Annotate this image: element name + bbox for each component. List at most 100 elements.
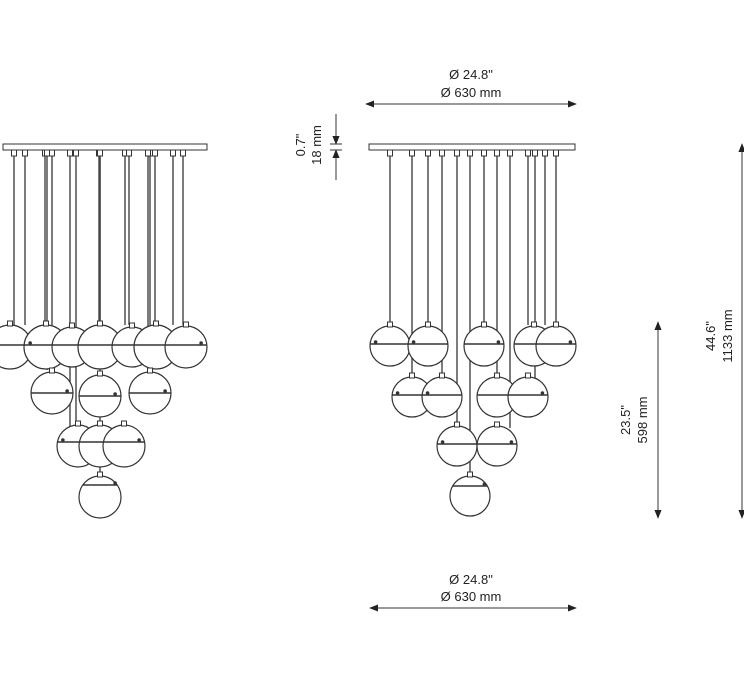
- globe-cap: [43, 320, 49, 327]
- globe-screw: [28, 341, 32, 345]
- rod-fitting: [542, 149, 548, 157]
- globe-screw: [65, 389, 69, 393]
- pendant-globe: [30, 367, 74, 415]
- globe-screw: [199, 341, 203, 345]
- globe-screw: [411, 340, 416, 344]
- total-height-mm-label: 1133 mm: [720, 309, 735, 362]
- pendant-globe: [463, 321, 505, 367]
- globe-cap: [494, 372, 500, 379]
- canopy-mm-label: 18 mm: [309, 125, 324, 165]
- globe-outline: [535, 325, 577, 367]
- right-canopy: [368, 143, 576, 151]
- pendant-globe: [102, 420, 146, 468]
- rod-fitting: [180, 149, 186, 157]
- globe-cap: [467, 471, 473, 478]
- globe-cap: [409, 372, 415, 379]
- globe-cap: [49, 367, 55, 374]
- globe-outline: [164, 325, 208, 369]
- globe-screw: [509, 440, 514, 444]
- top-width-dimension: Ø 24.8" Ø 630 mm: [365, 67, 577, 108]
- pendant-globe: [535, 321, 577, 367]
- canopy-inch-label: 0.7": [293, 133, 308, 156]
- rod-fitting: [49, 149, 55, 157]
- rod-fitting: [525, 149, 531, 157]
- rod-fitting: [97, 149, 103, 157]
- cluster-height-inch-label: 23.5": [618, 405, 633, 435]
- rod-fitting: [387, 149, 393, 157]
- globe-outline: [449, 475, 491, 517]
- pendant-globe: [449, 471, 491, 517]
- globe-cap: [7, 320, 13, 327]
- pendant-globe: [407, 321, 449, 367]
- globe-screw: [425, 391, 430, 395]
- pendant-globe: [78, 370, 122, 418]
- globe-outline: [436, 425, 478, 467]
- pendant-globe: [421, 372, 463, 418]
- rod-fitting: [126, 149, 132, 157]
- rod-fitting: [170, 149, 176, 157]
- globe-cap: [525, 372, 531, 379]
- rod-fitting: [532, 149, 538, 157]
- globe-cap: [153, 320, 159, 327]
- globe-screw: [568, 340, 573, 344]
- globe-cap: [69, 322, 75, 329]
- globe-outline: [507, 376, 549, 418]
- pendant-globe: [507, 372, 549, 418]
- cluster-height-mm-label: 598 mm: [635, 397, 650, 444]
- globe-cap: [97, 471, 103, 478]
- globe-cap: [387, 321, 393, 328]
- left-globes: [0, 320, 208, 519]
- globe-cap: [97, 320, 103, 327]
- rod-fitting: [44, 149, 50, 157]
- rod-fitting: [145, 149, 151, 157]
- globe-cap: [494, 421, 500, 428]
- globe-screw: [113, 481, 117, 485]
- globe-cap: [147, 367, 153, 374]
- pendant-globe: [128, 367, 172, 415]
- rod-fitting: [22, 149, 28, 157]
- globe-screw: [61, 438, 65, 442]
- rod-fitting: [439, 149, 445, 157]
- globe-outline: [476, 425, 518, 467]
- canopy-height-dimension: 0.7" 18 mm: [293, 114, 342, 180]
- pendant-globe: [369, 321, 411, 367]
- globe-screw: [373, 340, 378, 344]
- total-height-dimension: 44.6" 1133 mm: [703, 143, 744, 519]
- globe-cap: [553, 321, 559, 328]
- rod-fitting: [67, 149, 73, 157]
- total-height-inch-label: 44.6": [703, 321, 718, 351]
- globe-cap: [183, 321, 189, 328]
- left-canopy: [2, 143, 208, 151]
- globe-screw: [440, 440, 445, 444]
- pendant-globe: [436, 421, 478, 467]
- right-globes: [369, 321, 577, 517]
- right-rods: [387, 149, 559, 478]
- cluster-height-dimension: 23.5" 598 mm: [618, 321, 662, 519]
- globe-outline: [463, 325, 505, 367]
- globe-screw: [496, 340, 501, 344]
- globe-outline: [407, 325, 449, 367]
- globe-screw: [395, 391, 400, 395]
- top-width-inch-label: Ø 24.8": [449, 67, 493, 82]
- globe-cap: [97, 370, 103, 377]
- rod-fitting: [553, 149, 559, 157]
- rod-fitting: [73, 149, 79, 157]
- globe-screw: [482, 482, 487, 486]
- globe-outline: [369, 325, 411, 367]
- globe-cap: [425, 321, 431, 328]
- globe-cap: [121, 420, 127, 427]
- left-view-chandelier: [0, 143, 208, 519]
- rod-fitting: [409, 149, 415, 157]
- globe-outline: [421, 376, 463, 418]
- right-view-chandelier: [368, 143, 577, 517]
- rod-fitting: [481, 149, 487, 157]
- rod-fitting: [425, 149, 431, 157]
- globe-screw: [137, 438, 141, 442]
- rod-fitting: [11, 149, 17, 157]
- rod-fitting: [494, 149, 500, 157]
- bottom-width-mm-label: Ø 630 mm: [441, 589, 502, 604]
- bottom-width-dimension: Ø 24.8" Ø 630 mm: [369, 572, 577, 612]
- globe-cap: [439, 372, 445, 379]
- top-width-mm-label: Ø 630 mm: [441, 85, 502, 100]
